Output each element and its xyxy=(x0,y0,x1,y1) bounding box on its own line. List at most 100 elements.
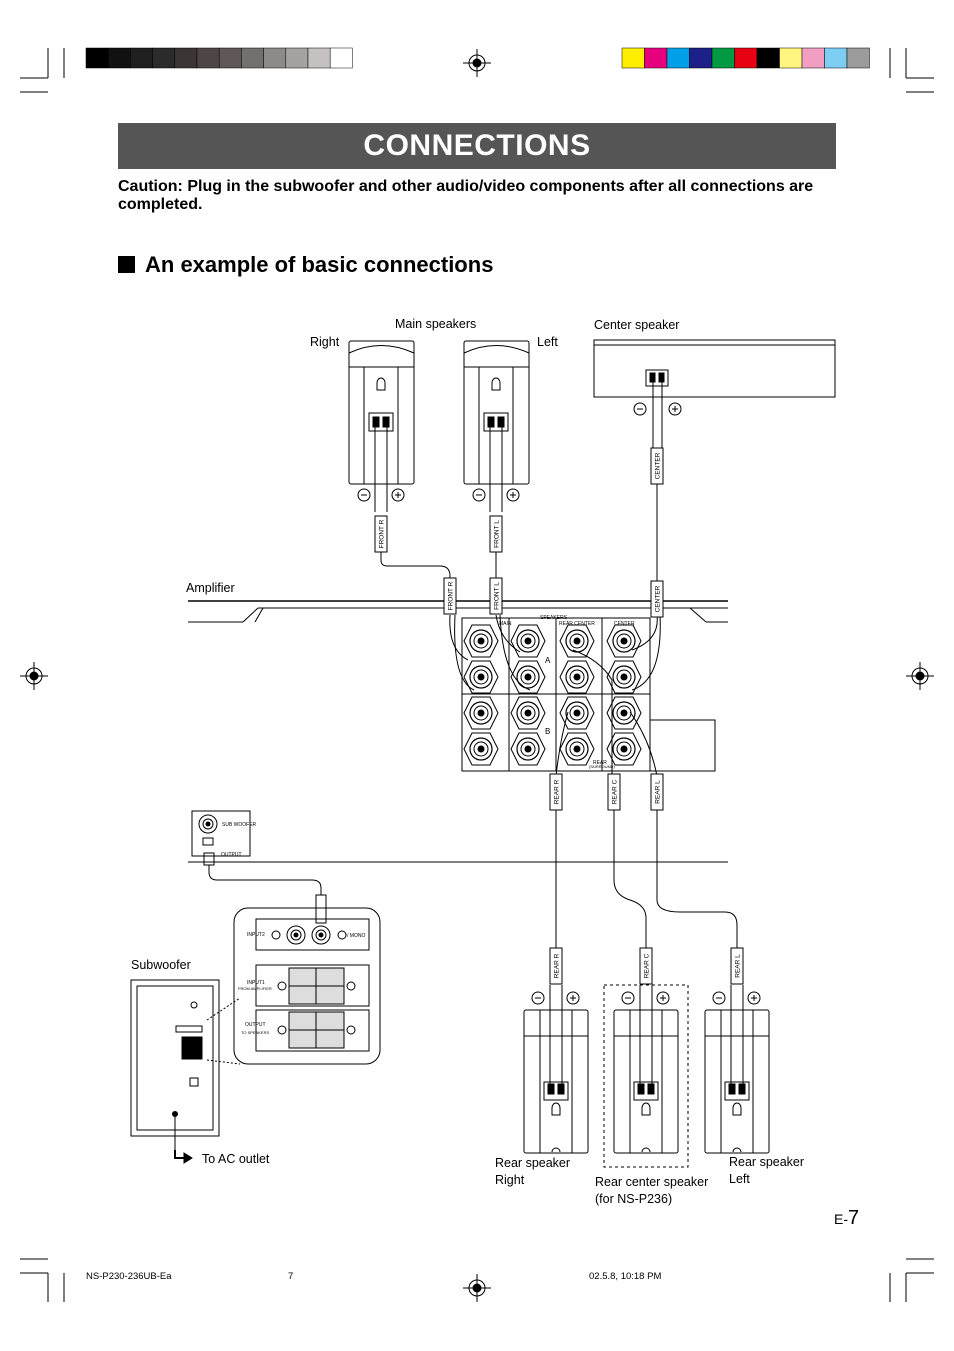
speaker-terminal xyxy=(463,660,499,694)
footer-doc-id: NS-P230-236UB-Ea xyxy=(86,1271,172,1282)
cable-tag-label: REAR C xyxy=(643,953,650,978)
center-speaker-label: Center speaker xyxy=(594,318,680,332)
b-label: B xyxy=(545,727,550,736)
registration-target-right xyxy=(906,662,934,690)
a-label: A xyxy=(545,656,551,665)
cable-tag-label: CENTER xyxy=(654,452,661,479)
speaker-terminal xyxy=(510,732,546,766)
speaker-terminal xyxy=(606,660,642,694)
ac-arrow-icon xyxy=(174,1150,186,1159)
speaker-terminal xyxy=(559,696,595,730)
registration-target-bottom xyxy=(463,1274,491,1302)
caution-text: Caution: Plug in the subwoofer and other… xyxy=(118,178,814,213)
amplifier xyxy=(188,600,728,863)
main-speakers-label: Main speakers xyxy=(395,317,477,331)
input1-label: INPUT1 xyxy=(247,980,265,986)
amplifier-terminals xyxy=(463,624,642,766)
page-prefix: E- xyxy=(834,1211,848,1227)
speaker-terminal xyxy=(559,732,595,766)
footer-page: 7 xyxy=(288,1271,294,1282)
cable-tag-label: REAR L xyxy=(654,780,661,804)
speaker-terminal xyxy=(606,696,642,730)
center-speaker xyxy=(593,339,836,448)
cable-tag-rear-r: REAR R xyxy=(549,773,563,811)
rear-center-label-1: Rear center speaker xyxy=(595,1175,709,1189)
footer-date: 02.5.8, 10:18 PM xyxy=(589,1271,662,1282)
speaker-terminal xyxy=(463,624,499,658)
front-left-speaker xyxy=(463,340,530,512)
section-title: An example of basic connections xyxy=(145,252,494,277)
main-label: MAIN xyxy=(499,621,512,627)
page-digit: 7 xyxy=(848,1207,860,1229)
rear-left-label-1: Rear speaker xyxy=(729,1155,805,1169)
speaker-terminal xyxy=(606,732,642,766)
ac-outlet-label: To AC outlet xyxy=(202,1152,270,1166)
speakers-label: SPEAKERS xyxy=(540,615,568,621)
speaker-terminal xyxy=(510,624,546,658)
cable-tag-rear-c: REAR C xyxy=(607,773,621,811)
gray-calibration-bars xyxy=(85,47,353,69)
speaker-terminal xyxy=(606,624,642,658)
speaker-terminal xyxy=(559,624,595,658)
rear-center-label: REAR CENTER xyxy=(559,621,595,627)
speaker-terminal xyxy=(559,660,595,694)
cable-tag-rear-l: REAR L xyxy=(650,773,664,811)
rear-right-label-2: Right xyxy=(495,1173,525,1187)
amp-subwoofer-output xyxy=(191,810,322,895)
cable-tag-center: CENTER xyxy=(650,447,664,485)
left-label: Left xyxy=(537,335,558,349)
amplifier-label: Amplifier xyxy=(186,581,235,595)
rear-center-speaker xyxy=(603,984,689,1168)
gray-bar xyxy=(329,47,353,69)
color-bar xyxy=(846,47,870,69)
cable-tag-label: FRONT R xyxy=(447,581,454,610)
cable-tag-front-l: FRONT L xyxy=(489,577,503,615)
rear-right-label-1: Rear speaker xyxy=(495,1156,571,1170)
cable-tag-label: FRONT L xyxy=(493,582,500,610)
cable-tag-label: REAR R xyxy=(553,779,560,804)
title-banner: CONNECTIONS xyxy=(118,123,836,169)
input2-label: INPUT2 xyxy=(247,932,265,938)
registration-target-left xyxy=(20,662,48,690)
speaker-terminal xyxy=(463,732,499,766)
section-heading: An example of basic connections xyxy=(118,253,493,277)
cable-tag-rear-l: REAR L xyxy=(730,947,744,985)
speaker-terminal xyxy=(463,696,499,730)
cable-tag-front-r: FRONT R xyxy=(443,577,457,615)
cable-tag-center: CENTER xyxy=(650,580,664,618)
cable-tag-label: FRONT R xyxy=(378,519,385,548)
cable-tag-label: REAR L xyxy=(734,954,741,978)
page-title: CONNECTIONS xyxy=(363,129,591,162)
cable-tag-front-r: FRONT R xyxy=(374,515,388,553)
panel-labels: SPEAKERS MAIN REAR CENTER CENTER A B REA… xyxy=(221,615,635,1035)
output-label: OUTPUT xyxy=(221,852,242,858)
rear-left-label-2: Left xyxy=(729,1172,750,1186)
color-calibration-bars xyxy=(621,47,870,69)
subwoofer-panel xyxy=(233,894,381,1065)
surround-label: (SURROUND) xyxy=(589,764,615,769)
registration-target-top xyxy=(463,49,491,77)
cable-tag-label: REAR C xyxy=(611,779,618,804)
rear-center-label-2: (for NS-P236) xyxy=(595,1192,673,1206)
output2-label: OUTPUT xyxy=(245,1022,266,1028)
rear-right-speaker xyxy=(523,985,589,1154)
front-right-speaker xyxy=(348,340,415,512)
cable-tags: FRONT R FRONT L CENTER FRONT R FRONT L CENTER… xyxy=(374,447,744,985)
cable-tag-label: REAR R xyxy=(553,953,560,978)
rear-label: REAR xyxy=(593,760,607,766)
square-bullet-icon xyxy=(118,256,135,273)
cable-tag-rear-r: REAR R xyxy=(549,947,563,985)
center-terminal-label: CENTER xyxy=(614,621,635,627)
subwoofer-label: Subwoofer xyxy=(131,958,191,972)
to-speakers-label: TO SPEAKERS xyxy=(241,1030,269,1035)
cable-tag-label: CENTER xyxy=(654,585,661,612)
speaker-terminal xyxy=(510,696,546,730)
speaker-terminal xyxy=(510,660,546,694)
right-label: Right xyxy=(310,335,340,349)
sub-woofer-label: SUB WOOFER xyxy=(222,822,257,828)
subwoofer xyxy=(130,979,241,1150)
from-amplifier-label: FROM AMPLIFIER xyxy=(238,986,272,991)
cable-tag-front-l: FRONT L xyxy=(489,515,503,553)
